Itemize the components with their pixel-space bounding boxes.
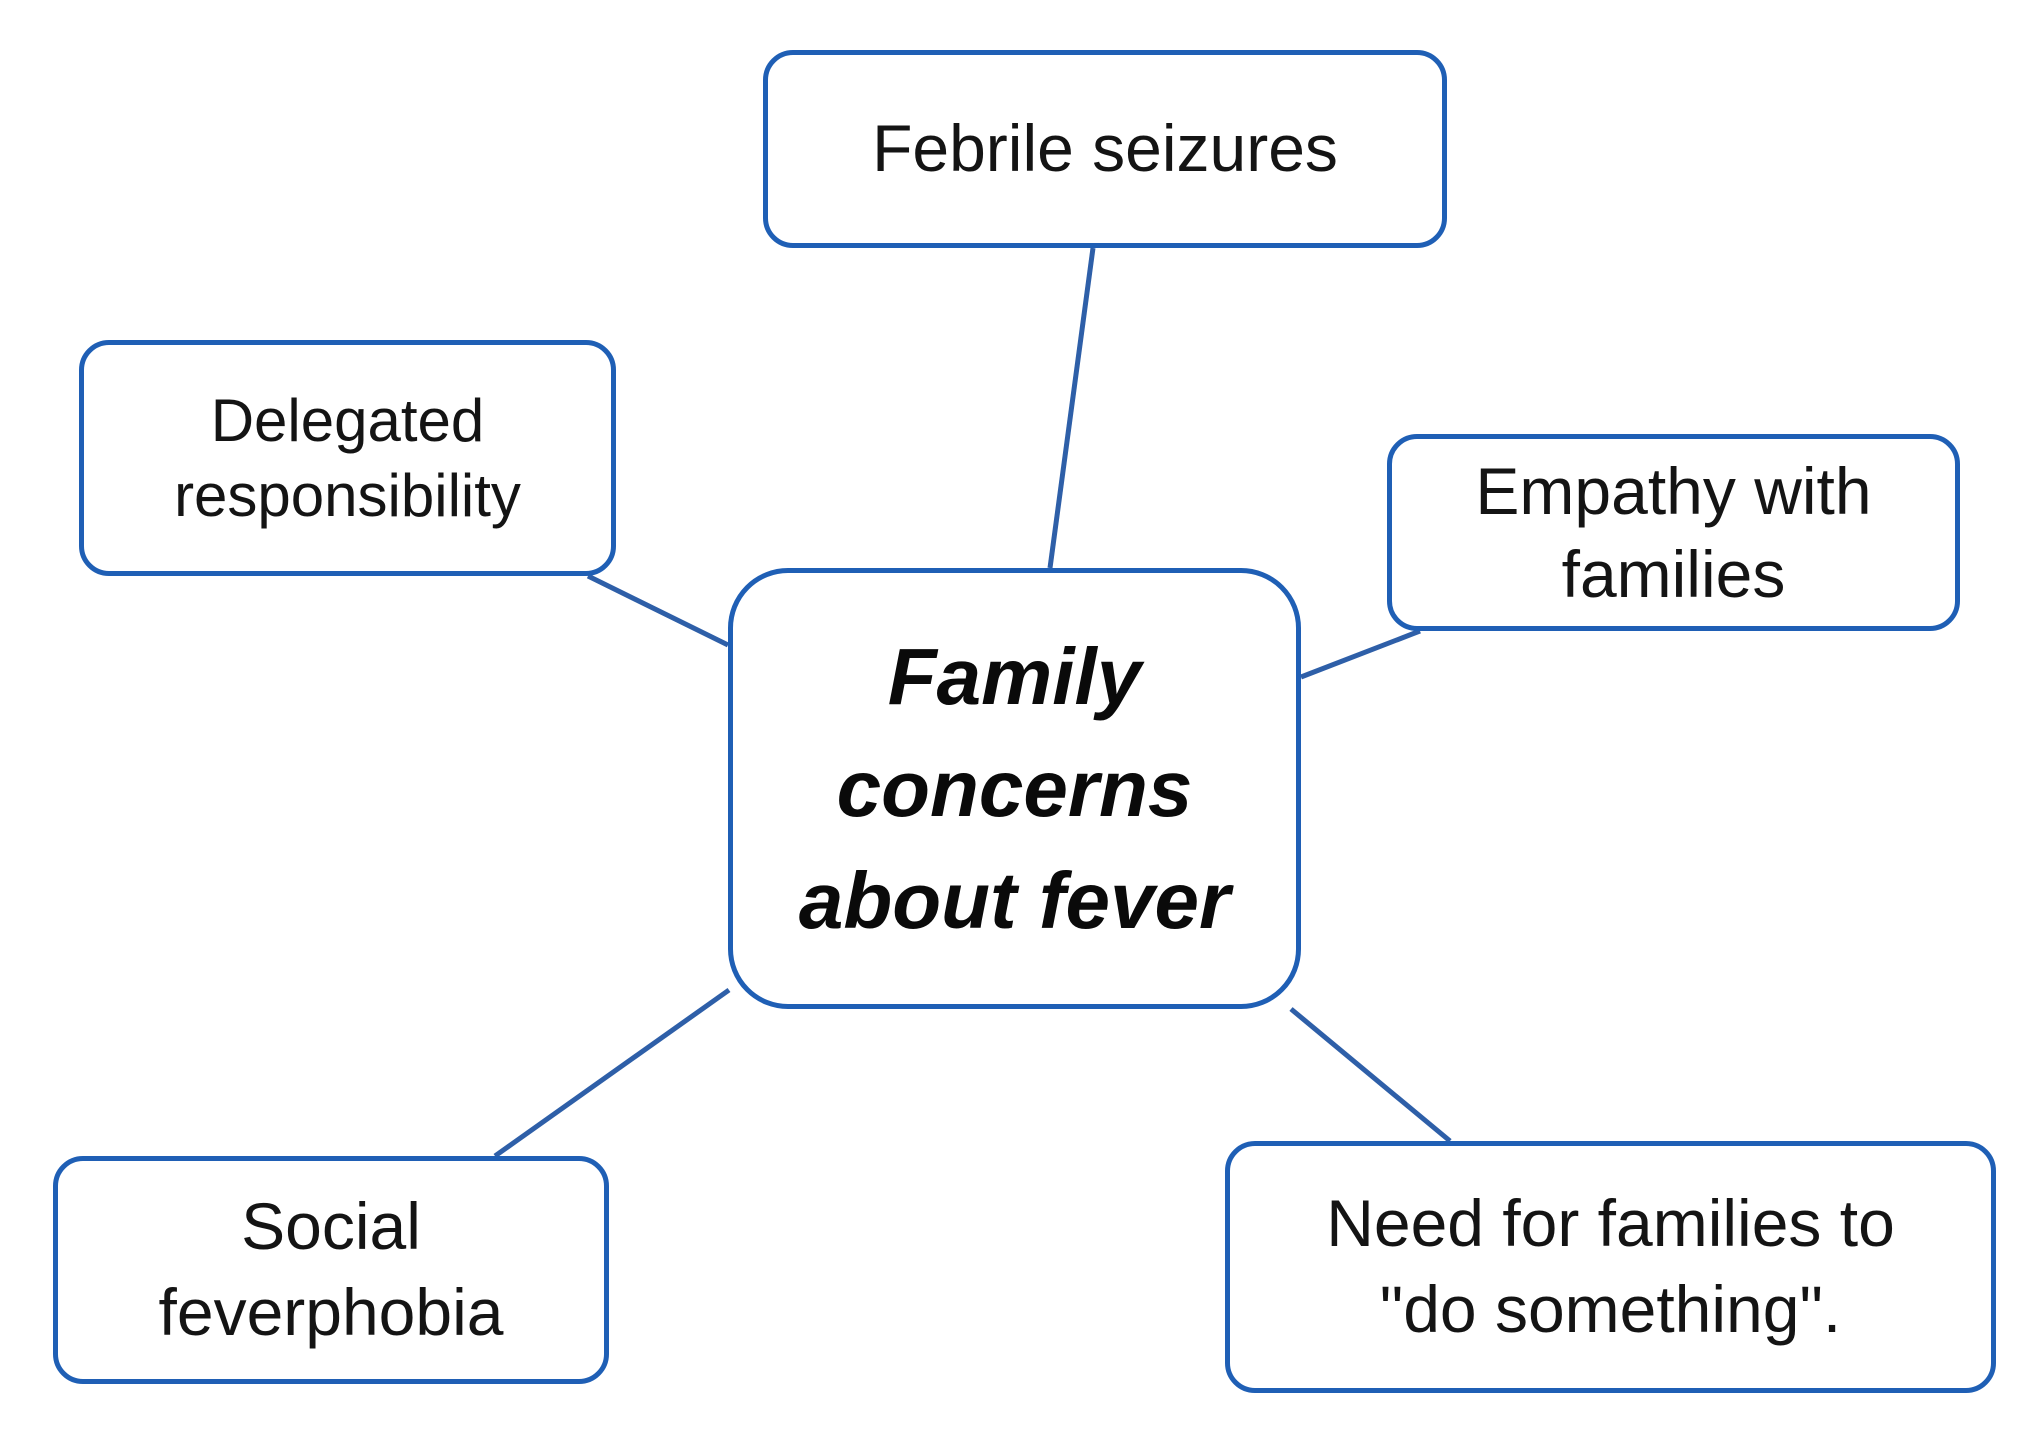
node-social-feverphobia-label: Social feverphobia — [158, 1189, 504, 1349]
node-febrile-seizures: Febrile seizures — [763, 50, 1447, 248]
connector-febrile-seizures — [1047, 247, 1096, 569]
node-delegated-responsibility-label: Delegated responsibility — [174, 387, 521, 529]
node-delegated-responsibility: Delegated responsibility — [79, 340, 616, 576]
connector-delegated-responsibility — [586, 573, 730, 648]
node-social-feverphobia: Social feverphobia — [53, 1156, 609, 1384]
center-node: Family concerns about fever — [728, 568, 1301, 1009]
node-need-to-do-something-label: Need for families to "do something". — [1326, 1186, 1895, 1346]
connector-social-feverphobia — [493, 987, 731, 1159]
node-febrile-seizures-label: Febrile seizures — [872, 111, 1338, 186]
node-empathy-with-families: Empathy with families — [1387, 434, 1960, 631]
connector-empathy-with-families — [1300, 628, 1421, 680]
connector-need-to-do-something — [1289, 1007, 1452, 1143]
center-node-label: Family concerns about fever — [798, 631, 1231, 945]
node-need-to-do-something: Need for families to "do something". — [1225, 1141, 1996, 1393]
node-empathy-with-families-label: Empathy with families — [1475, 454, 1872, 611]
